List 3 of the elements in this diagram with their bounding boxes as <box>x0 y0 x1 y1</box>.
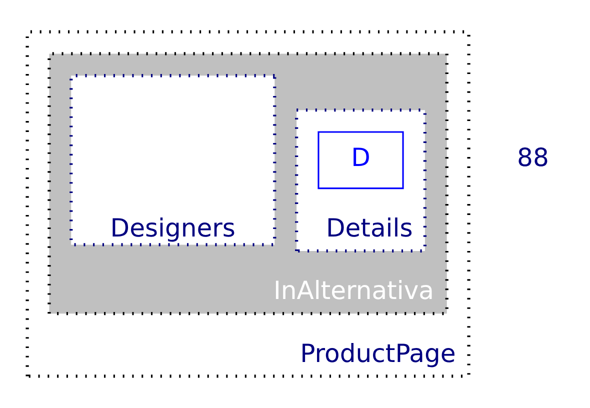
node-box: D <box>318 131 404 190</box>
node-box: Designers <box>70 74 276 246</box>
label: 88 <box>517 143 549 172</box>
